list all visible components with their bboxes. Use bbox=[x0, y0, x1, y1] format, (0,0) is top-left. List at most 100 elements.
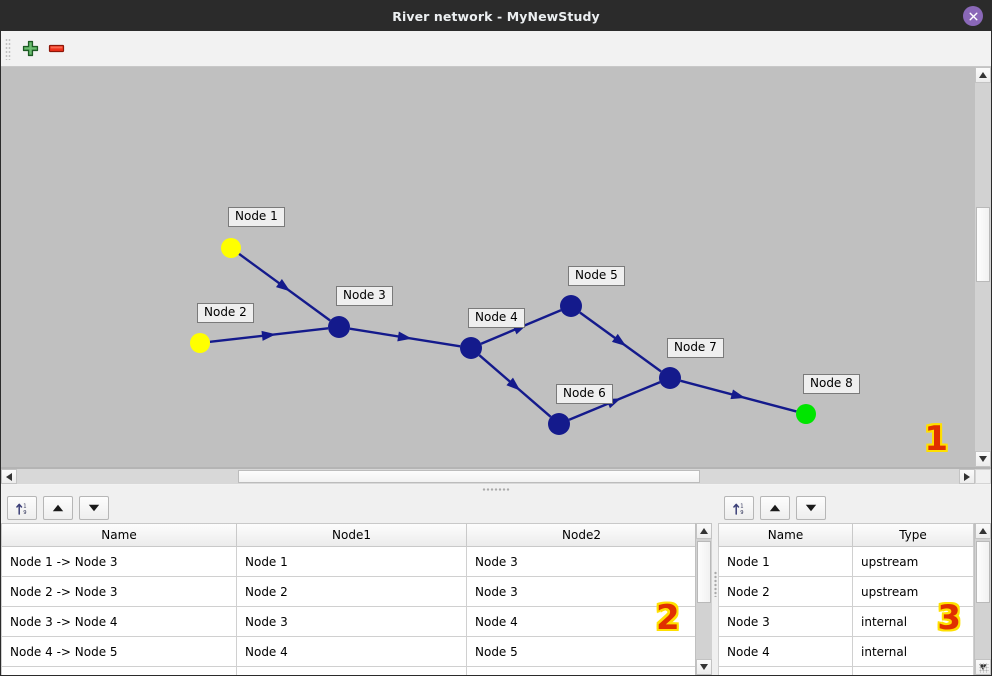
graph-node-label[interactable]: Node 5 bbox=[568, 266, 625, 286]
graph-node-label[interactable]: Node 7 bbox=[667, 338, 724, 358]
reaches-sort-button[interactable]: 1 9 bbox=[7, 496, 37, 520]
graph-node[interactable] bbox=[190, 333, 210, 353]
reaches-vertical-scrollbar[interactable] bbox=[695, 523, 712, 675]
graph-node[interactable] bbox=[796, 404, 816, 424]
close-glyph bbox=[969, 12, 977, 20]
reaches-move-down-button[interactable] bbox=[79, 496, 109, 520]
nodes-sort-button[interactable]: 1 9 bbox=[724, 496, 754, 520]
column-header[interactable]: Name bbox=[1, 524, 237, 547]
graph-node-label[interactable]: Node 2 bbox=[197, 303, 254, 323]
table-cell[interactable]: upstream bbox=[852, 546, 974, 577]
graph-node[interactable] bbox=[221, 238, 241, 258]
reaches-scroll-up-icon[interactable] bbox=[696, 523, 712, 539]
table-cell[interactable]: Node 1 -> Node 3 bbox=[1, 546, 237, 577]
table-cell-empty[interactable] bbox=[852, 666, 974, 675]
add-node-button[interactable] bbox=[17, 36, 43, 62]
table-cell[interactable]: Node 3 bbox=[718, 606, 853, 637]
table-cell[interactable]: internal bbox=[852, 606, 974, 637]
table-cell-empty[interactable] bbox=[1, 666, 237, 675]
table-cell-empty[interactable] bbox=[718, 666, 853, 675]
svg-text:1: 1 bbox=[740, 503, 743, 509]
table-cell-empty[interactable] bbox=[236, 666, 467, 675]
canvas-horizontal-scrollbar[interactable] bbox=[1, 468, 991, 485]
graph-node-label[interactable]: Node 1 bbox=[228, 207, 285, 227]
table-cell[interactable]: Node 2 bbox=[236, 576, 467, 607]
table-cell[interactable]: Node 3 bbox=[236, 606, 467, 637]
table-cell[interactable]: Node 2 bbox=[718, 576, 853, 607]
column-header[interactable]: Node2 bbox=[466, 524, 695, 547]
table-cell[interactable]: Node 5 bbox=[466, 636, 695, 667]
table-cell[interactable]: Node 1 bbox=[236, 546, 467, 577]
scroll-left-icon[interactable] bbox=[1, 469, 17, 484]
nodes-scroll-up-icon[interactable] bbox=[975, 523, 991, 539]
nodes-vertical-scrollbar[interactable] bbox=[974, 523, 991, 675]
window-resize-grip[interactable] bbox=[979, 663, 989, 673]
close-icon[interactable] bbox=[963, 6, 983, 26]
edge-arrow-icon bbox=[611, 333, 627, 347]
svg-text:9: 9 bbox=[23, 510, 26, 516]
scroll-down-icon[interactable] bbox=[975, 451, 991, 467]
column-header[interactable]: Type bbox=[852, 524, 974, 547]
column-header[interactable]: Name bbox=[718, 524, 853, 547]
reaches-vscroll-thumb[interactable] bbox=[697, 541, 711, 603]
reaches-move-up-button[interactable] bbox=[43, 496, 73, 520]
canvas-vscroll-thumb[interactable] bbox=[976, 207, 990, 282]
reaches-scroll-down-icon[interactable] bbox=[696, 659, 712, 675]
edge-arrow-icon bbox=[261, 330, 276, 341]
table-cell[interactable]: Node 4 bbox=[466, 606, 695, 637]
annotation-3: 3 bbox=[936, 597, 963, 640]
nodes-move-down-button[interactable] bbox=[796, 496, 826, 520]
arrow-up-icon bbox=[52, 504, 64, 512]
graph-node-label[interactable]: Node 8 bbox=[803, 374, 860, 394]
nodes-vscroll-thumb[interactable] bbox=[976, 541, 990, 603]
vertical-splitter[interactable] bbox=[712, 493, 718, 675]
table-cell[interactable]: Node 1 bbox=[718, 546, 853, 577]
graph-node[interactable] bbox=[560, 295, 582, 317]
graph-node[interactable] bbox=[659, 367, 681, 389]
horizontal-splitter[interactable] bbox=[1, 485, 991, 493]
graph-node-label[interactable]: Node 3 bbox=[336, 286, 393, 306]
table-cell[interactable]: Node 2 -> Node 3 bbox=[1, 576, 237, 607]
graph-node[interactable] bbox=[460, 337, 482, 359]
graph-node[interactable] bbox=[548, 413, 570, 435]
nodes-move-up-button[interactable] bbox=[760, 496, 790, 520]
scroll-up-icon[interactable] bbox=[975, 67, 991, 83]
graph-node-label[interactable]: Node 4 bbox=[468, 308, 525, 328]
canvas-hscroll-thumb[interactable] bbox=[238, 470, 700, 483]
scroll-right-icon[interactable] bbox=[959, 469, 975, 484]
graph-node[interactable] bbox=[328, 316, 350, 338]
table-cell[interactable]: Node 3 -> Node 4 bbox=[1, 606, 237, 637]
nodes-pane: 1 9 bbox=[718, 493, 991, 675]
table-row-empty[interactable] bbox=[718, 666, 974, 675]
river-network-graph[interactable]: Node 1 Node 2 Node 3 Node 4 Node 5 Node 6 Node… bbox=[1, 67, 974, 467]
canvas-vertical-scrollbar[interactable] bbox=[974, 67, 991, 467]
table-cell-empty[interactable] bbox=[466, 666, 695, 675]
table-cell[interactable]: Node 3 bbox=[466, 546, 695, 577]
minus-icon bbox=[48, 44, 64, 53]
table-cell[interactable]: internal bbox=[852, 636, 974, 667]
table-cell[interactable]: upstream bbox=[852, 576, 974, 607]
column-header[interactable]: Node1 bbox=[236, 524, 467, 547]
table-cell[interactable]: Node 4 bbox=[236, 636, 467, 667]
table-cell[interactable]: Node 4 -> Node 5 bbox=[1, 636, 237, 667]
remove-node-button[interactable] bbox=[43, 36, 69, 62]
main-toolbar bbox=[1, 31, 991, 67]
splitter-grip-icon bbox=[482, 487, 510, 491]
table-cell[interactable]: Node 4 bbox=[718, 636, 853, 667]
toolbar-grip[interactable] bbox=[5, 37, 11, 60]
graph-node-label[interactable]: Node 6 bbox=[556, 384, 613, 404]
table-row-empty[interactable] bbox=[1, 666, 695, 675]
